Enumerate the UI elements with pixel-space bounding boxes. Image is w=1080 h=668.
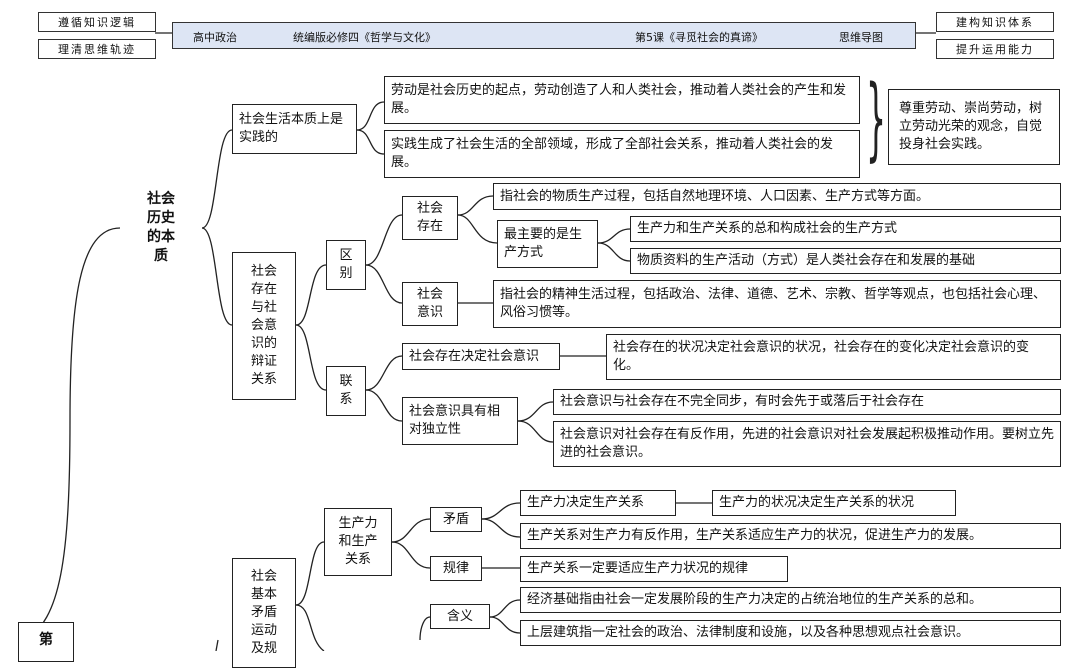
node-being-decides-def: 社会存在的状况决定社会意识的状况，社会存在的变化决定社会意识的变化。 xyxy=(606,334,1061,380)
node-reaction: 社会意识对社会存在有反作用，先进的社会意识对社会发展起积极推动作用。要树立先进的… xyxy=(553,421,1061,467)
node-social-being-def: 指社会的物质生产过程，包括自然地理环境、人口因素、生产方式等方面。 xyxy=(493,183,1061,210)
header-tag-left-top: 遵循知识逻辑 xyxy=(38,12,156,32)
section-title-history-essence: 社会历史的本质 xyxy=(120,180,202,276)
type-label: 思维导图 xyxy=(839,31,883,44)
node-forces-decide-def: 生产力的状况决定生产关系的状况 xyxy=(712,490,956,516)
node-social-consciousness: 社会意识 xyxy=(402,282,458,326)
node-respect-labor: 尊重劳动、崇尚劳动，树立劳动光荣的观念，自觉投身社会实践。 xyxy=(888,89,1060,165)
node-connection: 联系 xyxy=(326,366,366,416)
node-basic-contradiction: 社会基本矛盾运动及规 xyxy=(232,558,296,668)
node-economic-base: 经济基础指由社会一定发展阶段的生产力决定的占统治地位的生产关系的总和。 xyxy=(520,587,1061,613)
node-main-mode: 最主要的是生产方式 xyxy=(497,220,598,268)
node-meaning: 含义 xyxy=(430,604,490,629)
node-relations-react: 生产关系对生产力有反作用，生产关系适应生产力的状况，促进生产力的发展。 xyxy=(520,523,1061,549)
node-practice-generates: 实践生成了社会生活的全部领域，形成了全部社会关系，推动着人类社会的发展。 xyxy=(384,130,860,178)
header-banner: 高中政治 统编版必修四《哲学与文化》 第5课《寻觅社会的真谛》 思维导图 xyxy=(172,22,916,49)
connector-lines xyxy=(24,32,936,651)
node-labor-origin: 劳动是社会历史的起点，劳动创造了人和人类社会，推动着人类社会的产生和发展。 xyxy=(384,76,860,124)
node-social-consciousness-def: 指社会的精神生活过程，包括政治、法律、道德、艺术、宗教、哲学等观点，也包括社会心… xyxy=(493,280,1061,328)
node-forces-decide: 生产力决定生产关系 xyxy=(520,490,676,516)
subject-label: 高中政治 xyxy=(193,31,237,44)
root-lesson-label: 第 xyxy=(18,622,74,662)
node-material-production: 物质资料的生产活动（方式）是人类社会存在和发展的基础 xyxy=(630,248,1061,274)
node-law-def: 生产关系一定要适应生产力状况的规律 xyxy=(520,556,788,582)
header-tag-right-top: 建构知识体系 xyxy=(936,12,1054,32)
mind-map-page: 遵循知识逻辑 理清思维轨迹 建构知识体系 提升运用能力 高中政治 统编版必修四《… xyxy=(18,12,1061,668)
node-superstructure: 上层建筑指一定社会的政治、法律制度和设施，以及各种思想观点社会意识。 xyxy=(520,620,1061,646)
node-difference: 区别 xyxy=(326,240,366,290)
node-law: 规律 xyxy=(430,556,482,581)
node-contradiction: 矛盾 xyxy=(430,507,482,532)
node-being-decides: 社会存在决定社会意识 xyxy=(402,343,560,370)
node-not-synchronous: 社会意识与社会存在不完全同步，有时会先于或落后于社会存在 xyxy=(553,389,1061,415)
node-relative-independence: 社会意识具有相对独立性 xyxy=(402,397,518,445)
header-tag-right-bottom: 提升运用能力 xyxy=(936,39,1054,59)
node-productive-forces: 生产力和生产关系 xyxy=(324,508,392,576)
node-social-being: 社会存在 xyxy=(402,196,458,240)
node-mode-definition: 生产力和生产关系的总和构成社会的生产方式 xyxy=(630,216,1061,242)
node-dialectic-relation: 社会存在与社会意识的辩证关系 xyxy=(232,252,296,400)
edition-label: 统编版必修四《哲学与文化》 xyxy=(293,31,436,44)
lesson-label: 第5课《寻觅社会的真谛》 xyxy=(635,31,763,44)
brace-symbol: } xyxy=(866,66,887,171)
header-tag-left-bottom: 理清思维轨迹 xyxy=(38,39,156,59)
node-practice: 社会生活本质上是实践的 xyxy=(232,104,357,154)
